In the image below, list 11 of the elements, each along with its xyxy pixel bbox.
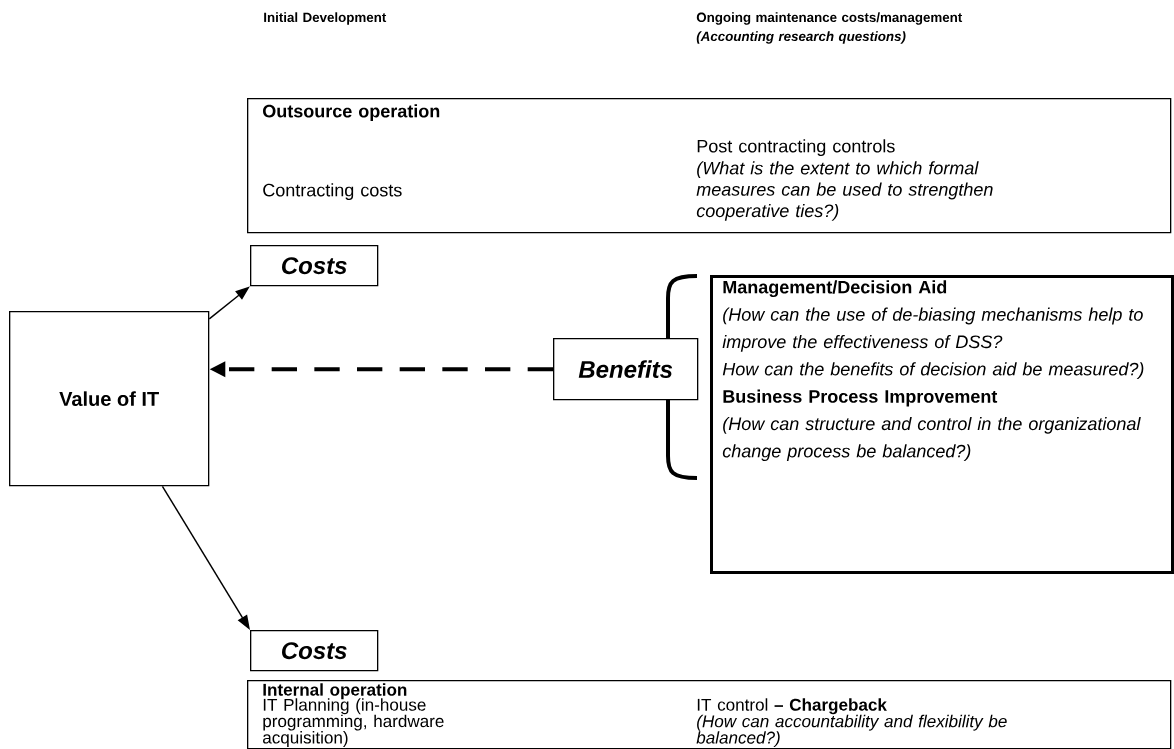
column-header: Ongoing maintenance costs/management: [696, 12, 963, 25]
operation-box: Outsource operation Contracting costs Post contracting controls (What is the extent to which formal measures can be used to strengthen cooperative ties?): [247, 98, 1172, 234]
benefits-box: Management/Decision Aid (How can the use of de-biasing mechanisms help to improve the effectiveness of DSS? How can the benefits of decision aid be measured?) Business Process Improvement (How can structure and control in the organizational change process be balanced?): [710, 275, 1174, 574]
label-box: Costs: [250, 630, 379, 672]
label-box: Benefits: [553, 338, 699, 401]
label-box: Costs: [250, 245, 379, 287]
operation-box: Internal operation IT Planning (in-house programming, hardware acquisition) IT control – Chargeback (How can accountability and flexibility be balanced?): [247, 680, 1172, 749]
column-header: (Accounting research questions): [696, 31, 906, 44]
arrow: [208, 286, 250, 320]
value-box: Value of IT: [9, 311, 210, 487]
column-header: Initial Development: [264, 12, 387, 25]
